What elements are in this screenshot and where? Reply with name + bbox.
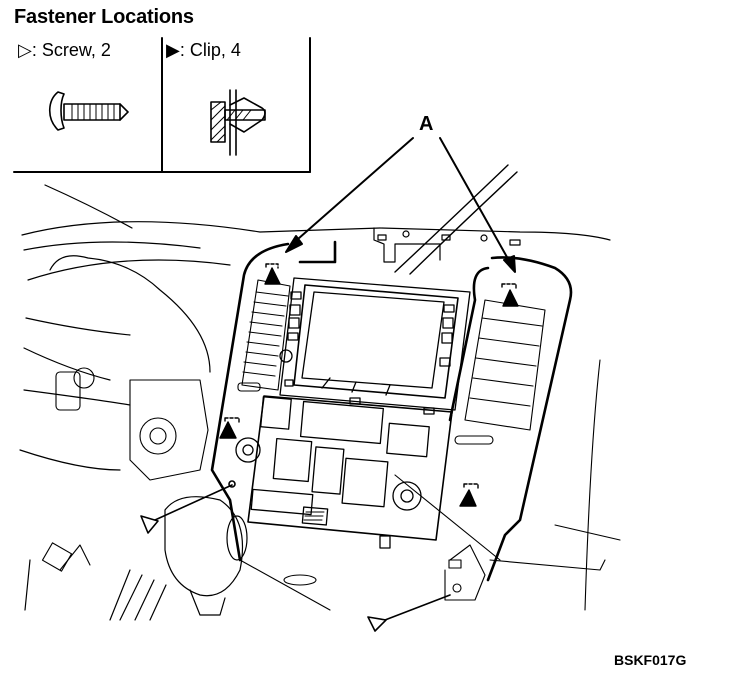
legend-clip-label: : Clip, 4 xyxy=(179,40,241,60)
legend-screw-label: : Screw, 2 xyxy=(31,40,111,60)
navigation-unit xyxy=(279,277,471,415)
center-fascia xyxy=(210,240,573,582)
right-air-vent xyxy=(454,299,546,445)
dashboard-outline xyxy=(19,184,611,611)
screw-marker-bottom xyxy=(367,616,387,632)
clip-markers xyxy=(219,263,519,507)
lower-tray xyxy=(239,359,621,611)
legend-clip: ▶: Clip, 4 xyxy=(166,40,241,61)
legend-frame xyxy=(13,37,311,173)
callout-label-a: A xyxy=(419,113,434,135)
callout-leaders xyxy=(285,137,516,273)
hollow-triangle-icon: ▷ xyxy=(18,40,32,60)
filled-triangle-icon: ▶ xyxy=(166,40,180,60)
clip-marker-lower-right xyxy=(459,483,479,507)
clip-icon xyxy=(210,89,266,156)
fastener-legend: ▷: Screw, 2 ▶: Clip, 4 xyxy=(14,36,310,172)
legend-screw: ▷: Screw, 2 xyxy=(18,40,111,61)
left-console xyxy=(41,367,209,572)
screw-leaders xyxy=(140,480,451,632)
climate-control-panel xyxy=(235,395,453,549)
figure-code: BSKF017G xyxy=(614,652,687,668)
clip-marker-upper-right xyxy=(501,283,519,307)
clip-marker-lower-left xyxy=(219,417,240,439)
cable xyxy=(394,164,518,275)
clip-marker-upper-left xyxy=(264,263,281,285)
gear-shift xyxy=(109,496,248,621)
screw-marker-left xyxy=(140,515,159,534)
diagram-title: Fastener Locations xyxy=(14,6,194,28)
upper-bracket xyxy=(373,227,521,263)
screw-icon xyxy=(48,91,129,131)
